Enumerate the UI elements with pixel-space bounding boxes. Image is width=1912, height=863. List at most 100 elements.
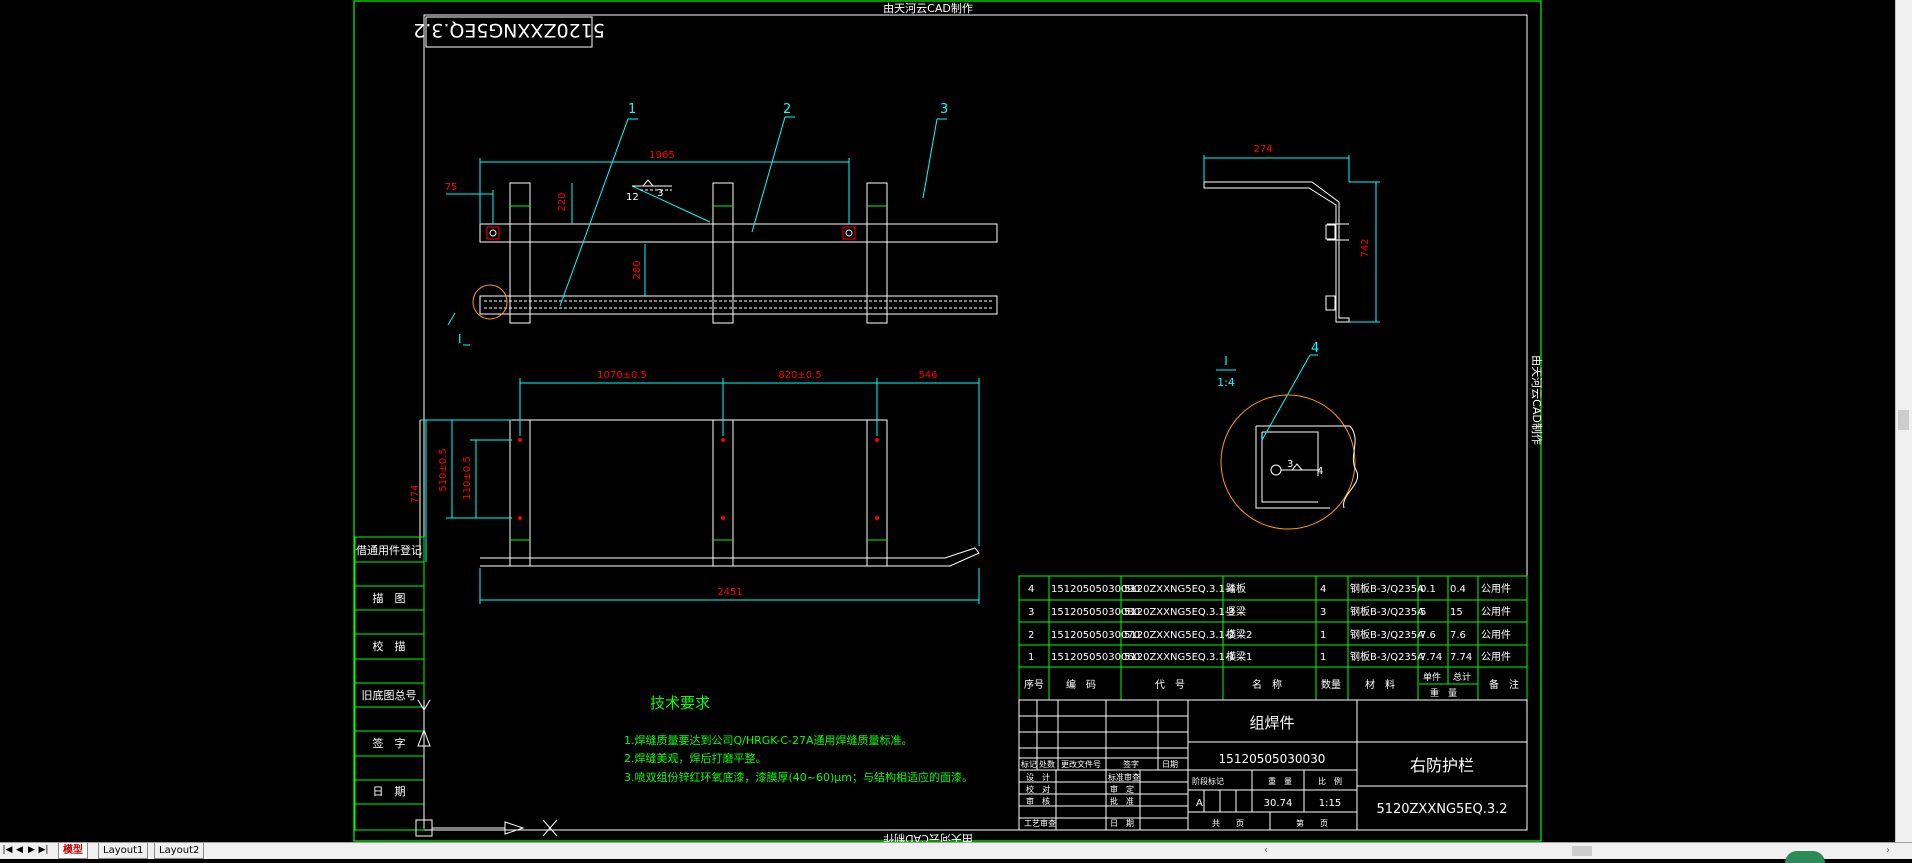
title-h-sheets: 共 页 — [1212, 819, 1244, 828]
signer-1: 设 计 — [1026, 772, 1050, 782]
bom-row-qty: 3 — [1320, 607, 1326, 618]
bom-row-drawing: 5120ZXXNG5EQ.3.1-4 — [1124, 584, 1235, 595]
bom-row-seq: 2 — [1028, 630, 1034, 641]
strip-label-5: 签 字 — [373, 736, 406, 750]
detail-scale-ratio: 1:4 — [1217, 376, 1235, 389]
bom-header-remark: 备 注 — [1489, 678, 1519, 691]
bom-header-drawing: 代 号 — [1155, 679, 1185, 691]
left-strip — [354, 536, 425, 831]
tech-line-3: 3.喷双组份锌红环氧底漆，漆膜厚(40~60)μm；与结构相适应的面漆。 — [624, 770, 973, 784]
balloon-leaders — [559, 116, 947, 307]
dim-top-gap: 280 — [632, 260, 643, 279]
bom-row-material: 钢板B-3/Q235A — [1350, 605, 1424, 618]
prev-tab-nav-button[interactable]: ◀ — [16, 845, 23, 855]
title-weight: 30.74 — [1264, 798, 1293, 809]
first-tab-nav-button[interactable]: |◀ — [2, 845, 13, 855]
weld-symbol-top — [631, 179, 711, 223]
balloon-4: 4 — [1311, 341, 1319, 356]
layout-tab-bar: |◀ ◀ ▶ ▶| 模型 Layout1 Layout2 ‹ › — [0, 842, 1912, 859]
next-tab-nav-button[interactable]: ▶ — [28, 845, 35, 855]
side-view-dimensions — [1203, 155, 1380, 323]
tab-layout2[interactable]: Layout2 — [154, 843, 205, 859]
signer-4: 工艺审查 — [1024, 818, 1056, 828]
signer-right-1: 标准审查 — [1108, 772, 1140, 782]
rev-mark-2: 处数 — [1039, 759, 1055, 769]
vertical-scroll-thumb[interactable] — [1898, 410, 1909, 430]
bom-row-remark: 公用件 — [1481, 606, 1511, 618]
vertical-scrollbar[interactable] — [1895, 0, 1912, 842]
bom-header-name: 名 称 — [1252, 678, 1282, 691]
weld-count-top: 12 — [626, 192, 639, 203]
bom-row-total: 7.74 — [1450, 652, 1472, 663]
bom-header-total: 总计 — [1453, 671, 1471, 683]
front-holes — [518, 438, 879, 520]
dim-top-height: 220 — [557, 192, 568, 211]
scroll-right-arrow-icon[interactable]: › — [1886, 845, 1890, 856]
dim-top-overall: 1965 — [649, 150, 674, 161]
dim-front-v1: 774 — [410, 484, 421, 503]
title-h-scale: 比 例 — [1318, 776, 1342, 786]
bom-row-unit: 5 — [1420, 607, 1426, 618]
detail-circle-I — [472, 284, 508, 320]
bom-row-unit: 7.74 — [1420, 652, 1442, 663]
strip-label-2: 描 图 — [373, 591, 406, 605]
dim-front-seg2: 820±0.5 — [778, 370, 821, 381]
bom-row-name: 横梁1 — [1226, 650, 1252, 663]
horizontal-scroll-thumb[interactable] — [1572, 846, 1592, 856]
bom-row-code: 15120505030090 — [1051, 584, 1140, 595]
bom-row-drawing: 5120ZXXNG5EQ.3.1-1 — [1124, 652, 1235, 663]
title-h-weight: 重 量 — [1268, 776, 1292, 786]
bom-row-qty: 4 — [1320, 584, 1326, 595]
bom-header-material: 材 料 — [1365, 678, 1395, 691]
signer-right-4: 日 期 — [1110, 819, 1134, 828]
drawing-viewport[interactable]: 由天河云CAD制作 由天河云CAD制作 由天河云CAD制作 5120ZXXNG5… — [0, 0, 1896, 842]
balloon-2: 2 — [783, 102, 791, 117]
dim-side-height: 742 — [1360, 238, 1371, 257]
bom-row-drawing: 5120ZXXNG5EQ.3.1-3 — [1124, 607, 1235, 618]
tech-line-2: 2.焊缝美观，焊后打磨平整。 — [624, 751, 767, 765]
rev-mark-4: 签字 — [1123, 759, 1139, 769]
bom-row-total: 0.4 — [1450, 584, 1466, 595]
cad-drawing[interactable]: 由天河云CAD制作 由天河云CAD制作 由天河云CAD制作 5120ZXXNG5… — [0, 0, 1896, 842]
tech-line-1: 1.焊缝质量要达到公司Q/HRGK-C-27A通用焊缝质量标准。 — [624, 733, 913, 747]
bom-header-unit: 单件 — [1423, 671, 1441, 683]
bom-header-weight: 重 量 — [1430, 687, 1457, 699]
strip-label-6: 日 期 — [373, 785, 406, 798]
bom-row-code: 15120505030070 — [1051, 630, 1140, 641]
dim-front-seg1: 1070±0.5 — [597, 370, 647, 381]
tab-layout1[interactable]: Layout1 — [98, 843, 149, 859]
strip-label-1: 借通用件登记 — [356, 543, 422, 557]
signer-3: 审 核 — [1026, 796, 1050, 806]
last-tab-nav-button[interactable]: ▶| — [38, 845, 49, 855]
title-h-sheet: 第 页 — [1296, 818, 1328, 828]
balloon-3: 3 — [940, 102, 948, 117]
bom-header-qty: 数量 — [1321, 678, 1341, 691]
bom-row-remark: 公用件 — [1481, 629, 1511, 641]
bom-row-seq: 1 — [1028, 652, 1034, 663]
weld-size-top: 3 — [657, 188, 663, 199]
title-mark: A — [1196, 798, 1203, 809]
dim-front-total: 2451 — [717, 587, 742, 598]
corner-code-box — [425, 16, 593, 48]
bom-row-material: 钢板B-3/Q235A — [1350, 650, 1424, 663]
title-block-text: 标记 处数 更改文件号 签字 日期 设 计 校 对 审 核 工艺审查 标准审查 … — [1021, 714, 1508, 828]
bom-header-seq: 序号 — [1024, 678, 1044, 691]
bom-row-name: 横梁2 — [1226, 628, 1252, 641]
detail-leader-4 — [1261, 354, 1311, 441]
bom-row-total: 7.6 — [1450, 630, 1466, 641]
bom-row-material: 钢板B-3/Q235A — [1350, 628, 1424, 641]
bom-row-name: 竖梁 — [1226, 605, 1246, 618]
bom-row-total: 15 — [1450, 607, 1463, 618]
bom-row-remark: 公用件 — [1481, 651, 1511, 663]
horizontal-scrollbar[interactable]: ‹ › — [1262, 844, 1892, 858]
bom-row-unit: 7.6 — [1420, 630, 1436, 641]
rev-mark-1: 标记 — [1021, 759, 1037, 769]
balloon-1: 1 — [628, 102, 636, 117]
tab-model[interactable]: 模型 — [58, 843, 88, 859]
scroll-left-arrow-icon[interactable]: ‹ — [1264, 845, 1268, 856]
detail-view-geometry — [1255, 425, 1359, 509]
bom-rows: 4 15120505030090 5120ZXXNG5EQ.3.1-4 踏板 4… — [1024, 582, 1519, 699]
watermark-right: 由天河云CAD制作 — [1530, 355, 1544, 445]
inner-sheet-frame — [423, 14, 1528, 831]
weld-legend-detail: 4 — [1317, 466, 1323, 477]
